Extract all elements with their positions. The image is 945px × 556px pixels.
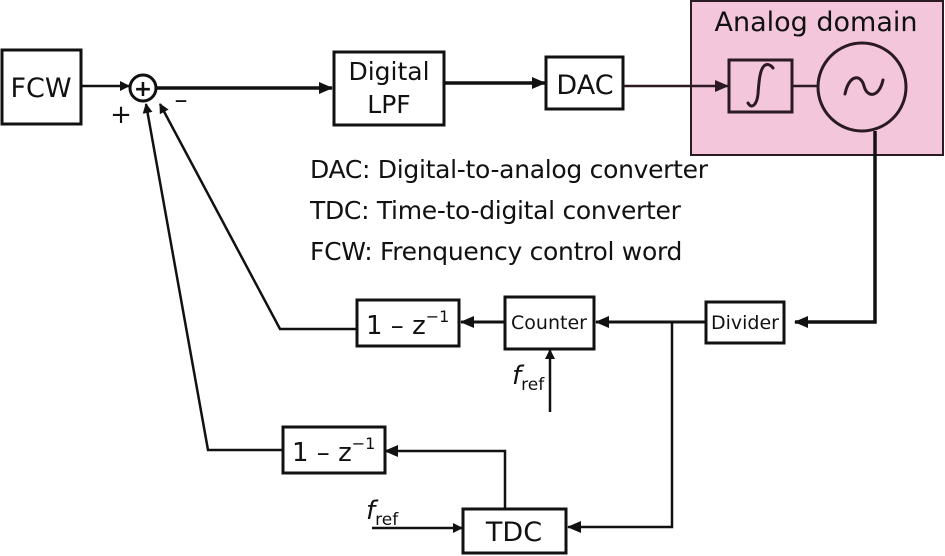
analog-domain-box [690,0,944,156]
tdc-block [461,507,568,555]
diff-bottom-sup: −1 [352,434,376,453]
integrator-icon [746,63,775,108]
wire-tdc-diff-bottom [384,445,507,509]
digital-lpf-label-line1: Digital [348,57,429,86]
summer-plus-sign: + [110,100,132,130]
wire-branch-tdc [567,322,674,533]
fcw-label: FCW [10,73,71,104]
diff-bottom-block [281,425,387,475]
diff-top-block [355,298,461,348]
analog-domain-title: Analog domain [715,7,918,38]
legend-fcw: FCW: Frenquency control word [310,237,683,266]
dac-label: DAC [556,70,613,101]
diff-top-base: 1 – z [366,311,426,341]
summer-minus-sign: – [175,85,188,115]
counter-fref-label: fref [512,361,545,395]
dac-block [544,55,625,111]
digital-lpf-block [332,50,446,127]
wire-diff-top-summer [158,103,357,331]
legend-dac: DAC: Digital-to-analog converter [310,155,708,184]
summer-plus-symbol: + [134,77,152,102]
diff-top-label: 1 – z−1 [366,307,449,341]
counter-label: Counter [511,312,587,334]
wire-diff-bottom-summer [142,103,283,452]
tdc-label: TDC [485,517,542,548]
diff-bottom-label: 1 – z−1 [292,434,375,468]
divider-label: Divider [711,312,779,334]
digital-lpf-label-line2: LPF [367,90,410,119]
tdc-fref-sub: ref [375,510,399,530]
legend-tdc: TDC: Time-to-digital converter [310,196,681,225]
diff-top-sup: −1 [426,307,450,326]
counter-block [503,295,596,351]
wire-osc-divider [794,131,877,328]
tdc-fref-label: fref [366,496,399,530]
diff-bottom-base: 1 – z [292,438,352,468]
oscillator-sine-icon [843,76,885,96]
counter-fref-sub: ref [521,375,545,395]
